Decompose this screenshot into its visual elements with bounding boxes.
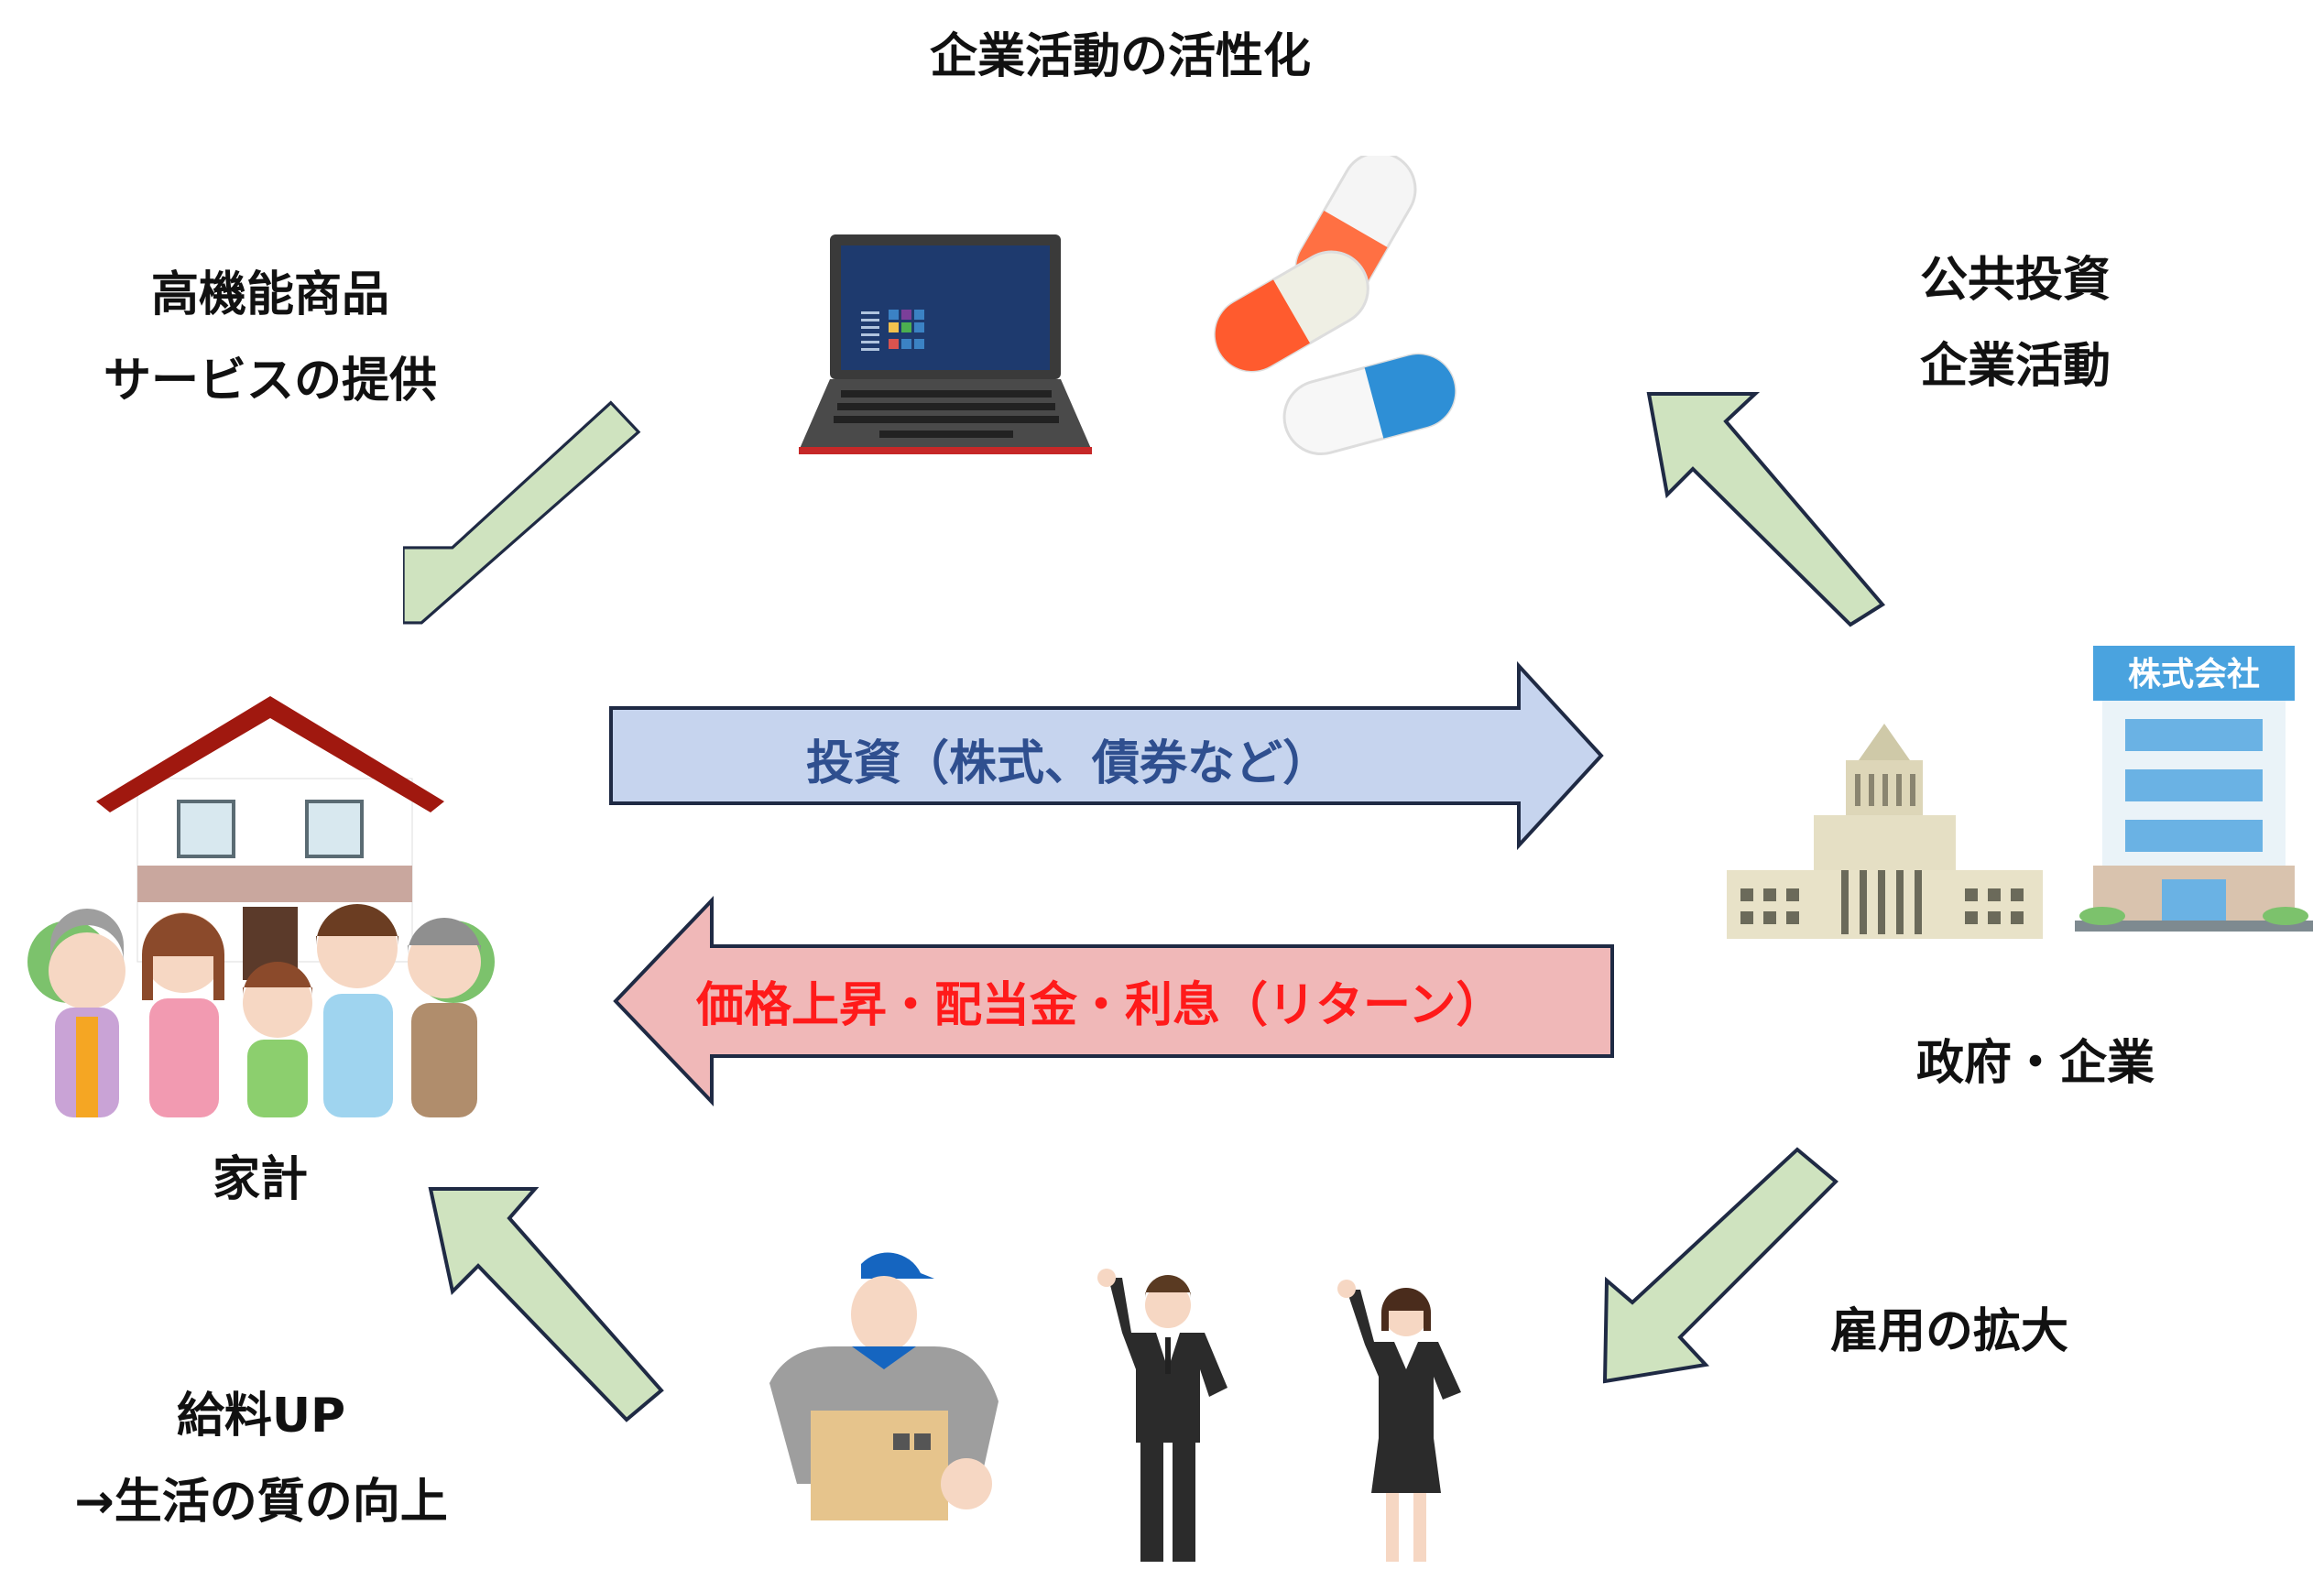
capsules-icon bbox=[1214, 156, 1457, 456]
label-line-1: 公共投資 bbox=[1919, 253, 2111, 308]
green-arrow-to-household-bottom bbox=[428, 1187, 664, 1422]
title-business-activation: 企業活動の活性化 bbox=[930, 29, 1312, 84]
investment-arrow bbox=[609, 660, 1604, 851]
label-line-1: 給料UP bbox=[176, 1389, 346, 1444]
label-household: 家計 bbox=[213, 1152, 309, 1207]
returns-arrow bbox=[613, 896, 1614, 1106]
delivery-worker-icon bbox=[769, 1252, 998, 1520]
laptop-icon bbox=[799, 234, 1092, 454]
businesswoman-icon bbox=[1337, 1280, 1461, 1562]
green-arrow-to-workers bbox=[1602, 1147, 1838, 1384]
label-salary-up: 給料UP →生活の質の向上 bbox=[46, 1392, 476, 1526]
label-line-2: →生活の質の向上 bbox=[74, 1475, 448, 1530]
businessman-icon bbox=[1097, 1269, 1227, 1562]
company-sign: 株式会社 bbox=[2128, 656, 2260, 693]
house-family-icon bbox=[27, 696, 495, 1117]
label-line-1: 高機能商品 bbox=[150, 267, 389, 322]
government-building-icon bbox=[1727, 724, 2043, 939]
label-line-2: サービスの提供 bbox=[103, 354, 437, 409]
label-employment-expansion: 雇用の拡大 bbox=[1830, 1304, 2069, 1359]
company-building-icon: 株式会社 bbox=[2075, 646, 2313, 932]
label-government-company: 政府・企業 bbox=[1916, 1036, 2155, 1091]
returns-arrow-label: 価格上昇・配当金・利息（リターン） bbox=[696, 978, 1504, 1033]
label-high-function-products: 高機能商品 サービスの提供 bbox=[55, 271, 486, 405]
label-public-investment: 公共投資 企業活動 bbox=[1869, 256, 2162, 390]
label-line-2: 企業活動 bbox=[1919, 339, 2111, 394]
green-arrow-to-household-top bbox=[403, 400, 641, 625]
investment-arrow-label: 投資（株式、債券など） bbox=[806, 736, 1331, 791]
green-arrow-to-business bbox=[1646, 392, 1886, 627]
